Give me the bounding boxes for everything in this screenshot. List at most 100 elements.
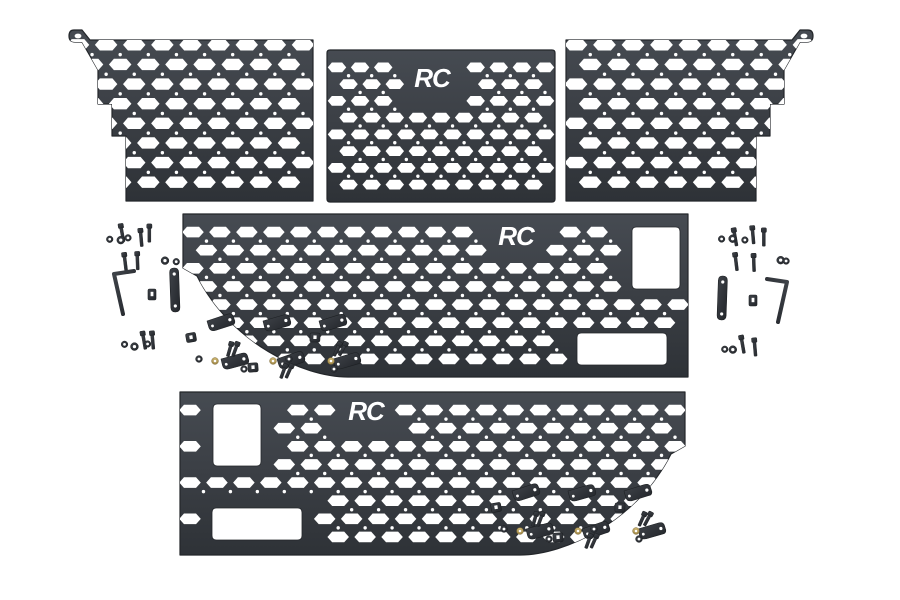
mount-hole — [617, 131, 621, 135]
molle-slot — [586, 263, 608, 274]
molle-slot — [263, 78, 287, 90]
molle-slot — [357, 317, 379, 328]
brass-hole — [634, 529, 638, 533]
molle-slot — [650, 156, 673, 169]
molle-slot — [566, 156, 588, 169]
bolt-shank — [752, 341, 758, 357]
molle-slot — [586, 226, 608, 238]
molle-slot — [596, 422, 619, 434]
molle-slot — [221, 58, 244, 71]
mount-hole — [531, 174, 536, 178]
mount-hole — [245, 72, 249, 76]
molle-slot — [350, 62, 370, 73]
mount-hole — [403, 508, 408, 512]
mount-hole — [450, 157, 455, 162]
mount-hole — [230, 131, 235, 135]
clip-slot — [189, 335, 193, 340]
brass-hole — [518, 529, 522, 533]
molle-slot — [478, 299, 501, 310]
molle-slot — [209, 226, 231, 238]
molle-slot — [516, 459, 538, 470]
washer-hole — [720, 237, 724, 241]
molle-slot — [235, 78, 258, 90]
molle-slot — [316, 263, 339, 274]
molle-slot — [465, 244, 487, 256]
molle-slot — [180, 441, 201, 452]
molle-slot — [478, 335, 501, 347]
molle-slot — [137, 97, 160, 110]
molle-slot — [179, 156, 202, 169]
mount-hole — [460, 257, 465, 261]
bolt-shank — [751, 257, 756, 272]
molle-slot — [373, 163, 393, 173]
bracket-body — [262, 314, 292, 332]
molle-slot — [362, 146, 381, 156]
molle-slot — [408, 179, 428, 190]
molle-slot — [466, 129, 485, 140]
angled-bracket — [525, 522, 555, 540]
molle-slot — [327, 96, 347, 106]
molle-slot — [193, 97, 216, 110]
molle-slot — [381, 495, 403, 506]
molle-slot — [462, 459, 484, 470]
mount-hole — [326, 293, 330, 298]
molle-slot — [512, 163, 532, 173]
mount-hole — [450, 124, 455, 128]
bracket-body — [318, 313, 348, 332]
molle-slot — [707, 78, 730, 90]
molle-slot — [692, 97, 716, 110]
molle-slot — [566, 117, 588, 130]
mount-hole — [326, 257, 330, 261]
mount-hole — [118, 92, 122, 96]
mount-hole — [366, 348, 370, 352]
hex-bolt — [536, 510, 546, 527]
molle-slot — [263, 156, 287, 169]
molle-slot — [529, 404, 552, 416]
molle-slot — [578, 176, 602, 188]
molle-slot — [451, 226, 474, 238]
mount-hole — [745, 111, 749, 116]
mount-hole — [416, 174, 420, 178]
bracket-hole — [589, 488, 593, 493]
molle-slot — [451, 299, 474, 310]
mount-hole — [393, 348, 397, 352]
mount-hole — [578, 453, 583, 458]
mount-hole — [216, 111, 221, 116]
molle-slot — [501, 112, 520, 123]
molle-slot — [373, 62, 393, 73]
mount-hole — [301, 111, 305, 116]
molle-slot — [373, 129, 393, 140]
mount-hole — [312, 311, 316, 316]
molle-slot — [277, 97, 301, 110]
mount-hole — [230, 92, 235, 96]
mount-hole — [296, 471, 300, 476]
molle-slot — [385, 112, 405, 123]
molle-slot — [489, 96, 509, 106]
clip — [185, 332, 197, 343]
mount-hole — [514, 293, 519, 298]
mount-hole — [716, 111, 721, 116]
hardware-center-brackets — [185, 313, 362, 379]
mount-hole — [417, 453, 421, 458]
mount-hole — [674, 92, 678, 96]
clip — [552, 532, 564, 543]
mount-hole — [602, 111, 607, 116]
mount-hole — [631, 111, 635, 116]
mount-hole — [688, 111, 692, 116]
molle-slot — [397, 226, 420, 238]
rc-logo: RC — [348, 396, 386, 426]
mount-hole — [146, 92, 151, 96]
mount-hole — [366, 311, 370, 316]
washer — [124, 234, 132, 242]
mount-hole — [645, 170, 649, 175]
molle-slot — [721, 176, 745, 188]
molle-slot — [535, 62, 555, 73]
molle-slot — [764, 39, 787, 51]
molle-slot — [569, 459, 592, 470]
bracket-body — [623, 483, 653, 502]
mount-hole — [525, 453, 529, 458]
molle-slot — [411, 317, 433, 328]
washer-hole — [163, 259, 167, 263]
molle-slot — [664, 58, 688, 71]
molle-slot — [357, 353, 379, 365]
